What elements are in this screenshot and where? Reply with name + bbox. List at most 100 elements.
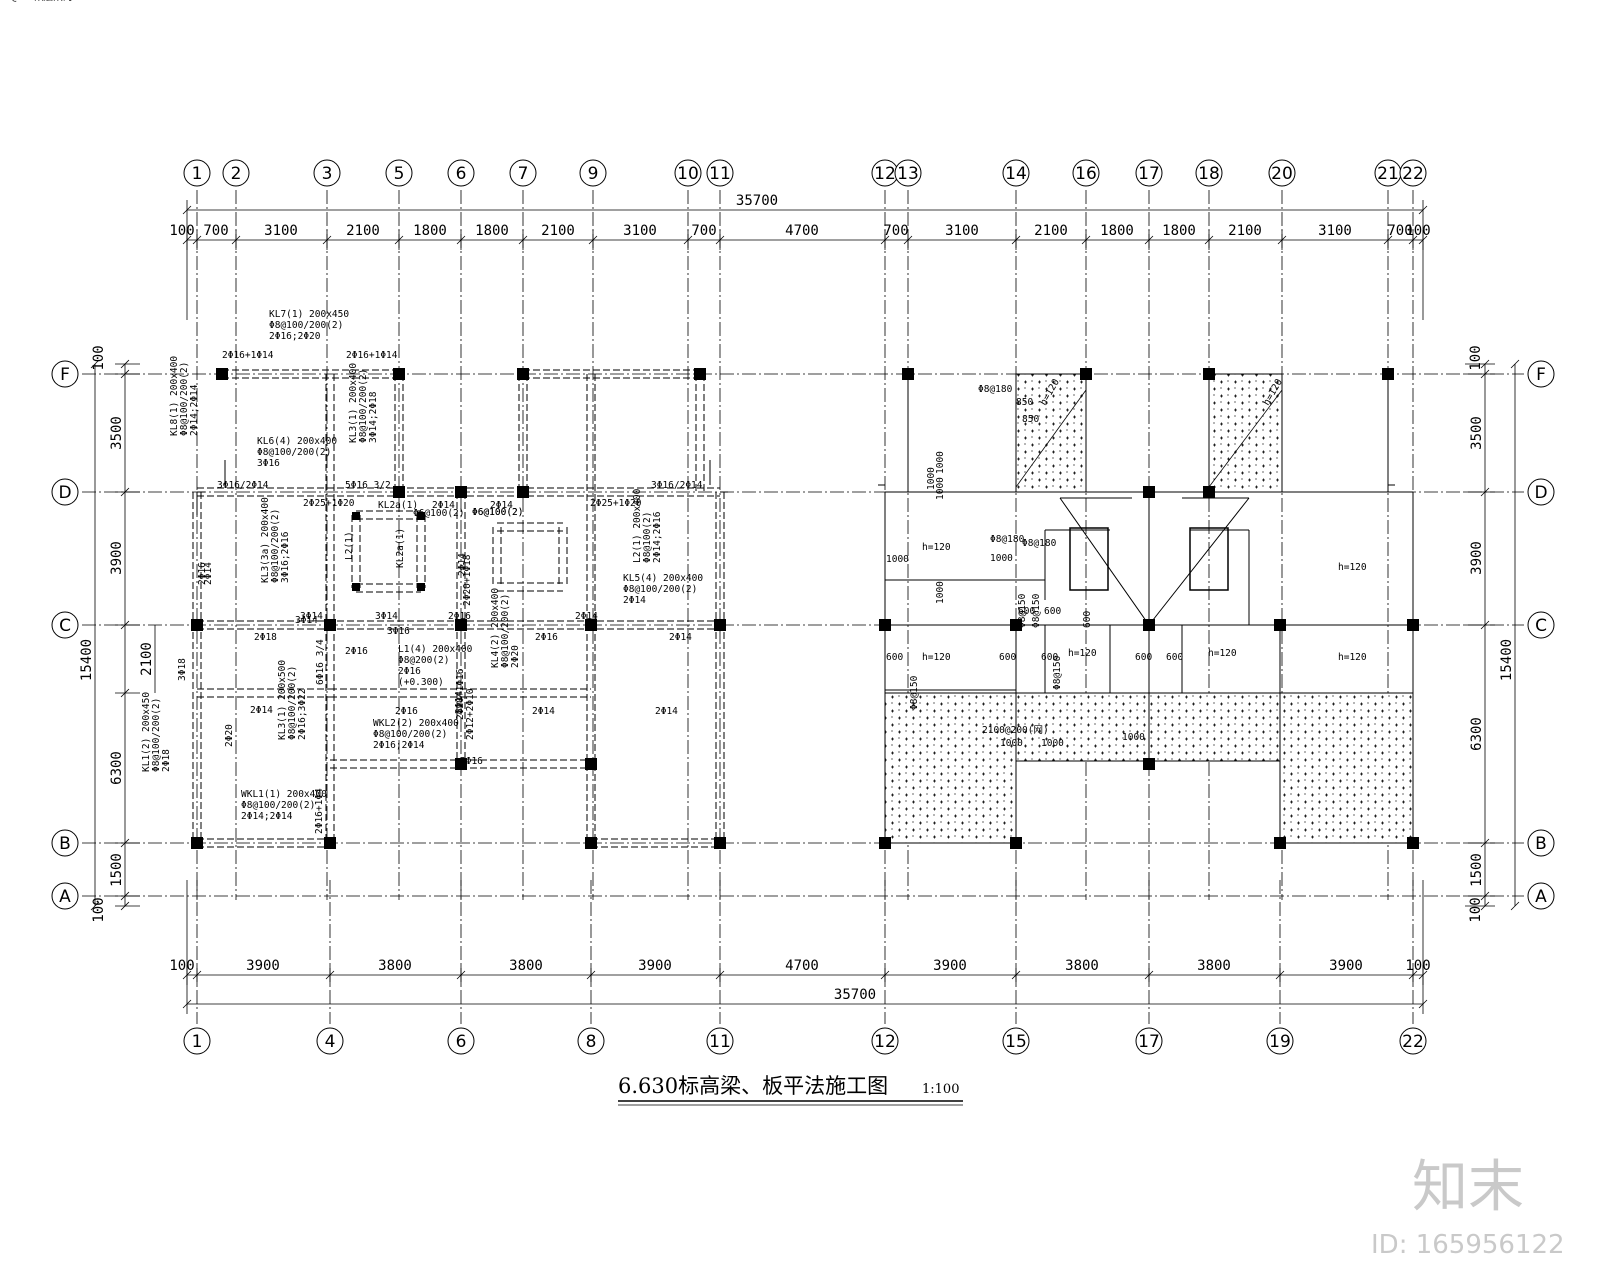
annotation-l1-l3: (+0.300) (398, 677, 444, 688)
slab-label-21: 600 (1044, 606, 1061, 617)
dim-bot-seg-6: 3900 (933, 958, 967, 974)
column-28 (585, 837, 597, 849)
slab-label-18: 600 (1135, 652, 1152, 663)
annotation-kl8-l2: 2Φ14;2Φ14 (189, 384, 200, 436)
slab-label-9: h=120 (922, 542, 951, 553)
slab-label-1: 850 (1016, 397, 1033, 408)
hatch-area-0 (1015, 373, 1087, 493)
rebar-label-27: 3Φ16 (460, 756, 483, 767)
column-small-2 (352, 583, 360, 591)
dim-left-total-tick-b (90, 901, 100, 911)
rebar-label-7: 2Φ14 (490, 500, 513, 511)
slab-label-24: Φ8@150 (909, 675, 920, 710)
rebar-label-11: 3Φ14 (300, 611, 323, 622)
annotation-kl8-l1: Φ8@100/200(2) (179, 362, 190, 436)
axis-bottom-15-circle (1002, 1027, 1030, 1055)
column-2 (517, 368, 529, 380)
slab-label-28: 600 (1082, 611, 1093, 628)
slab-label-16: 600 (999, 652, 1016, 663)
annotation-kl31-l0: KL3(1) 200x400 (348, 363, 359, 443)
annotation-kl31-l1: Φ8@100/200(2) (358, 369, 369, 443)
column-small-0 (352, 512, 360, 520)
rebar-label-24: 6Φ16 3/4 (315, 639, 326, 685)
axis-bottom-8-label: 8 (586, 1032, 597, 1052)
axis-top-6-label: 6 (456, 164, 467, 184)
slab-label-25: Φ8@150 (1052, 655, 1063, 690)
axis-right-B-circle (1527, 829, 1555, 857)
slab-label-8: 1000 (990, 553, 1013, 564)
axis-top-18-label: 18 (1198, 164, 1220, 184)
axis-bottom-17-label: 17 (1138, 1032, 1160, 1052)
axis-bottom-22-circle (1399, 1027, 1427, 1055)
dim-top-seg-11: 3100 (945, 223, 979, 239)
axis-left-D-label: D (58, 483, 71, 503)
axis-top-7-label: 7 (518, 164, 529, 184)
annotation-kl33-l2: 3Φ16;2Φ16 (280, 531, 291, 583)
rebar-label-20: 2Φ14 (669, 632, 692, 643)
dim-bot-seg-3: 3800 (509, 958, 543, 974)
axis-top-5-circle (385, 159, 413, 187)
slab-edges (196, 374, 1414, 844)
annotation-l2: L2(1) (344, 531, 355, 560)
axis-top-3-circle (313, 159, 341, 187)
axis-bottom-15-label: 15 (1005, 1032, 1027, 1052)
axis-top-16-label: 16 (1075, 164, 1097, 184)
slab-label-31: 1000 (1041, 738, 1064, 749)
rebar-label-8: Φ6@100(2) (472, 507, 523, 518)
dim-top-seg-5: 1800 (475, 223, 509, 239)
annotation-kl2a: KL2a(1) (378, 500, 418, 511)
axis-top-11-circle (706, 159, 734, 187)
column-26 (191, 837, 203, 849)
slab-label-0: Φ8@180 (978, 384, 1013, 395)
slab-label-2: 850 (1022, 414, 1039, 425)
slab-label-7: Φ8@180 (990, 534, 1025, 545)
dim-top-seg-9: 4700 (785, 223, 819, 239)
slab-label-6: 1000 (935, 581, 946, 604)
axis-bottom-4-circle (316, 1027, 344, 1055)
beam-lines (192, 369, 725, 848)
dim-top-seg-0: 100 (169, 223, 194, 239)
rebar-label-0: 3Φ16/2Φ14 (217, 480, 269, 491)
annotation-kl11-l1: Φ8@100/200(2) (151, 698, 162, 772)
slab-label-20: 600 (1018, 606, 1035, 617)
annotation-kl33-l0: KL3(3a) 200x400 (260, 497, 271, 583)
axis-bottom-19-label: 19 (1269, 1032, 1291, 1052)
column-27 (324, 837, 336, 849)
dim-right-total: 15400 (1499, 639, 1515, 681)
dim-top-seg-18: 100 (1405, 223, 1430, 239)
column-15 (455, 619, 467, 631)
annotation-kl13-l0: KL3(1) 200x500 (277, 660, 288, 740)
hatch-diag-1 (1208, 389, 1283, 488)
annotation-wkl1-l0: WKL1(1) 200x400 (241, 789, 327, 800)
dim-top-seg-3: 2100 (346, 223, 380, 239)
rebar-label-25: 2Φ16+1Φ4 (314, 788, 325, 834)
annotation-l2r-l2: 2Φ14;2Φ16 (652, 511, 663, 563)
rebar-label-4: 2Φ25+1Φ20 (590, 498, 642, 509)
dim-top-seg-10: 700 (883, 223, 908, 239)
axis-top-21-label: 21 (1377, 164, 1399, 184)
slab-label-15: 600 (886, 652, 903, 663)
annotation-kl6-l0: KL6(4) 200x400 (257, 436, 337, 447)
dim-top-seg-6: 2100 (541, 223, 575, 239)
axis-bottom-1-label: 1 (192, 1032, 203, 1052)
column-10 (517, 486, 529, 498)
slab-label-5: 1000 (935, 451, 946, 474)
annotation-l1-l2: 2Φ16 (398, 666, 421, 677)
rebar-label-31: 2Φ14 (250, 705, 273, 716)
annotation-kl11-l2: 2Φ18 (161, 749, 172, 772)
rebar-label-23: 2Φ20 (224, 724, 235, 747)
dim-left-seg-0: 100 (91, 345, 107, 370)
axis-right-B-label: B (1535, 834, 1547, 854)
rebar-label-12: 3Φ14 (375, 611, 398, 622)
axis-bottom-6-label: 6 (456, 1032, 467, 1052)
column-24 (585, 758, 597, 770)
rebar-label-3: 3Φ16/2Φ14 (651, 480, 703, 491)
axis-bottom-8-circle (577, 1027, 605, 1055)
axis-top-5-label: 5 (394, 164, 405, 184)
axis-top-13-label: 13 (897, 164, 919, 184)
rebar-label-29: 2Φ12+2Φ10 (465, 688, 476, 740)
slab-label-33: Φ8@200双层双向 (0, 0, 72, 3)
axis-left-F-label: F (60, 365, 70, 385)
axis-top-17-label: 17 (1138, 164, 1160, 184)
